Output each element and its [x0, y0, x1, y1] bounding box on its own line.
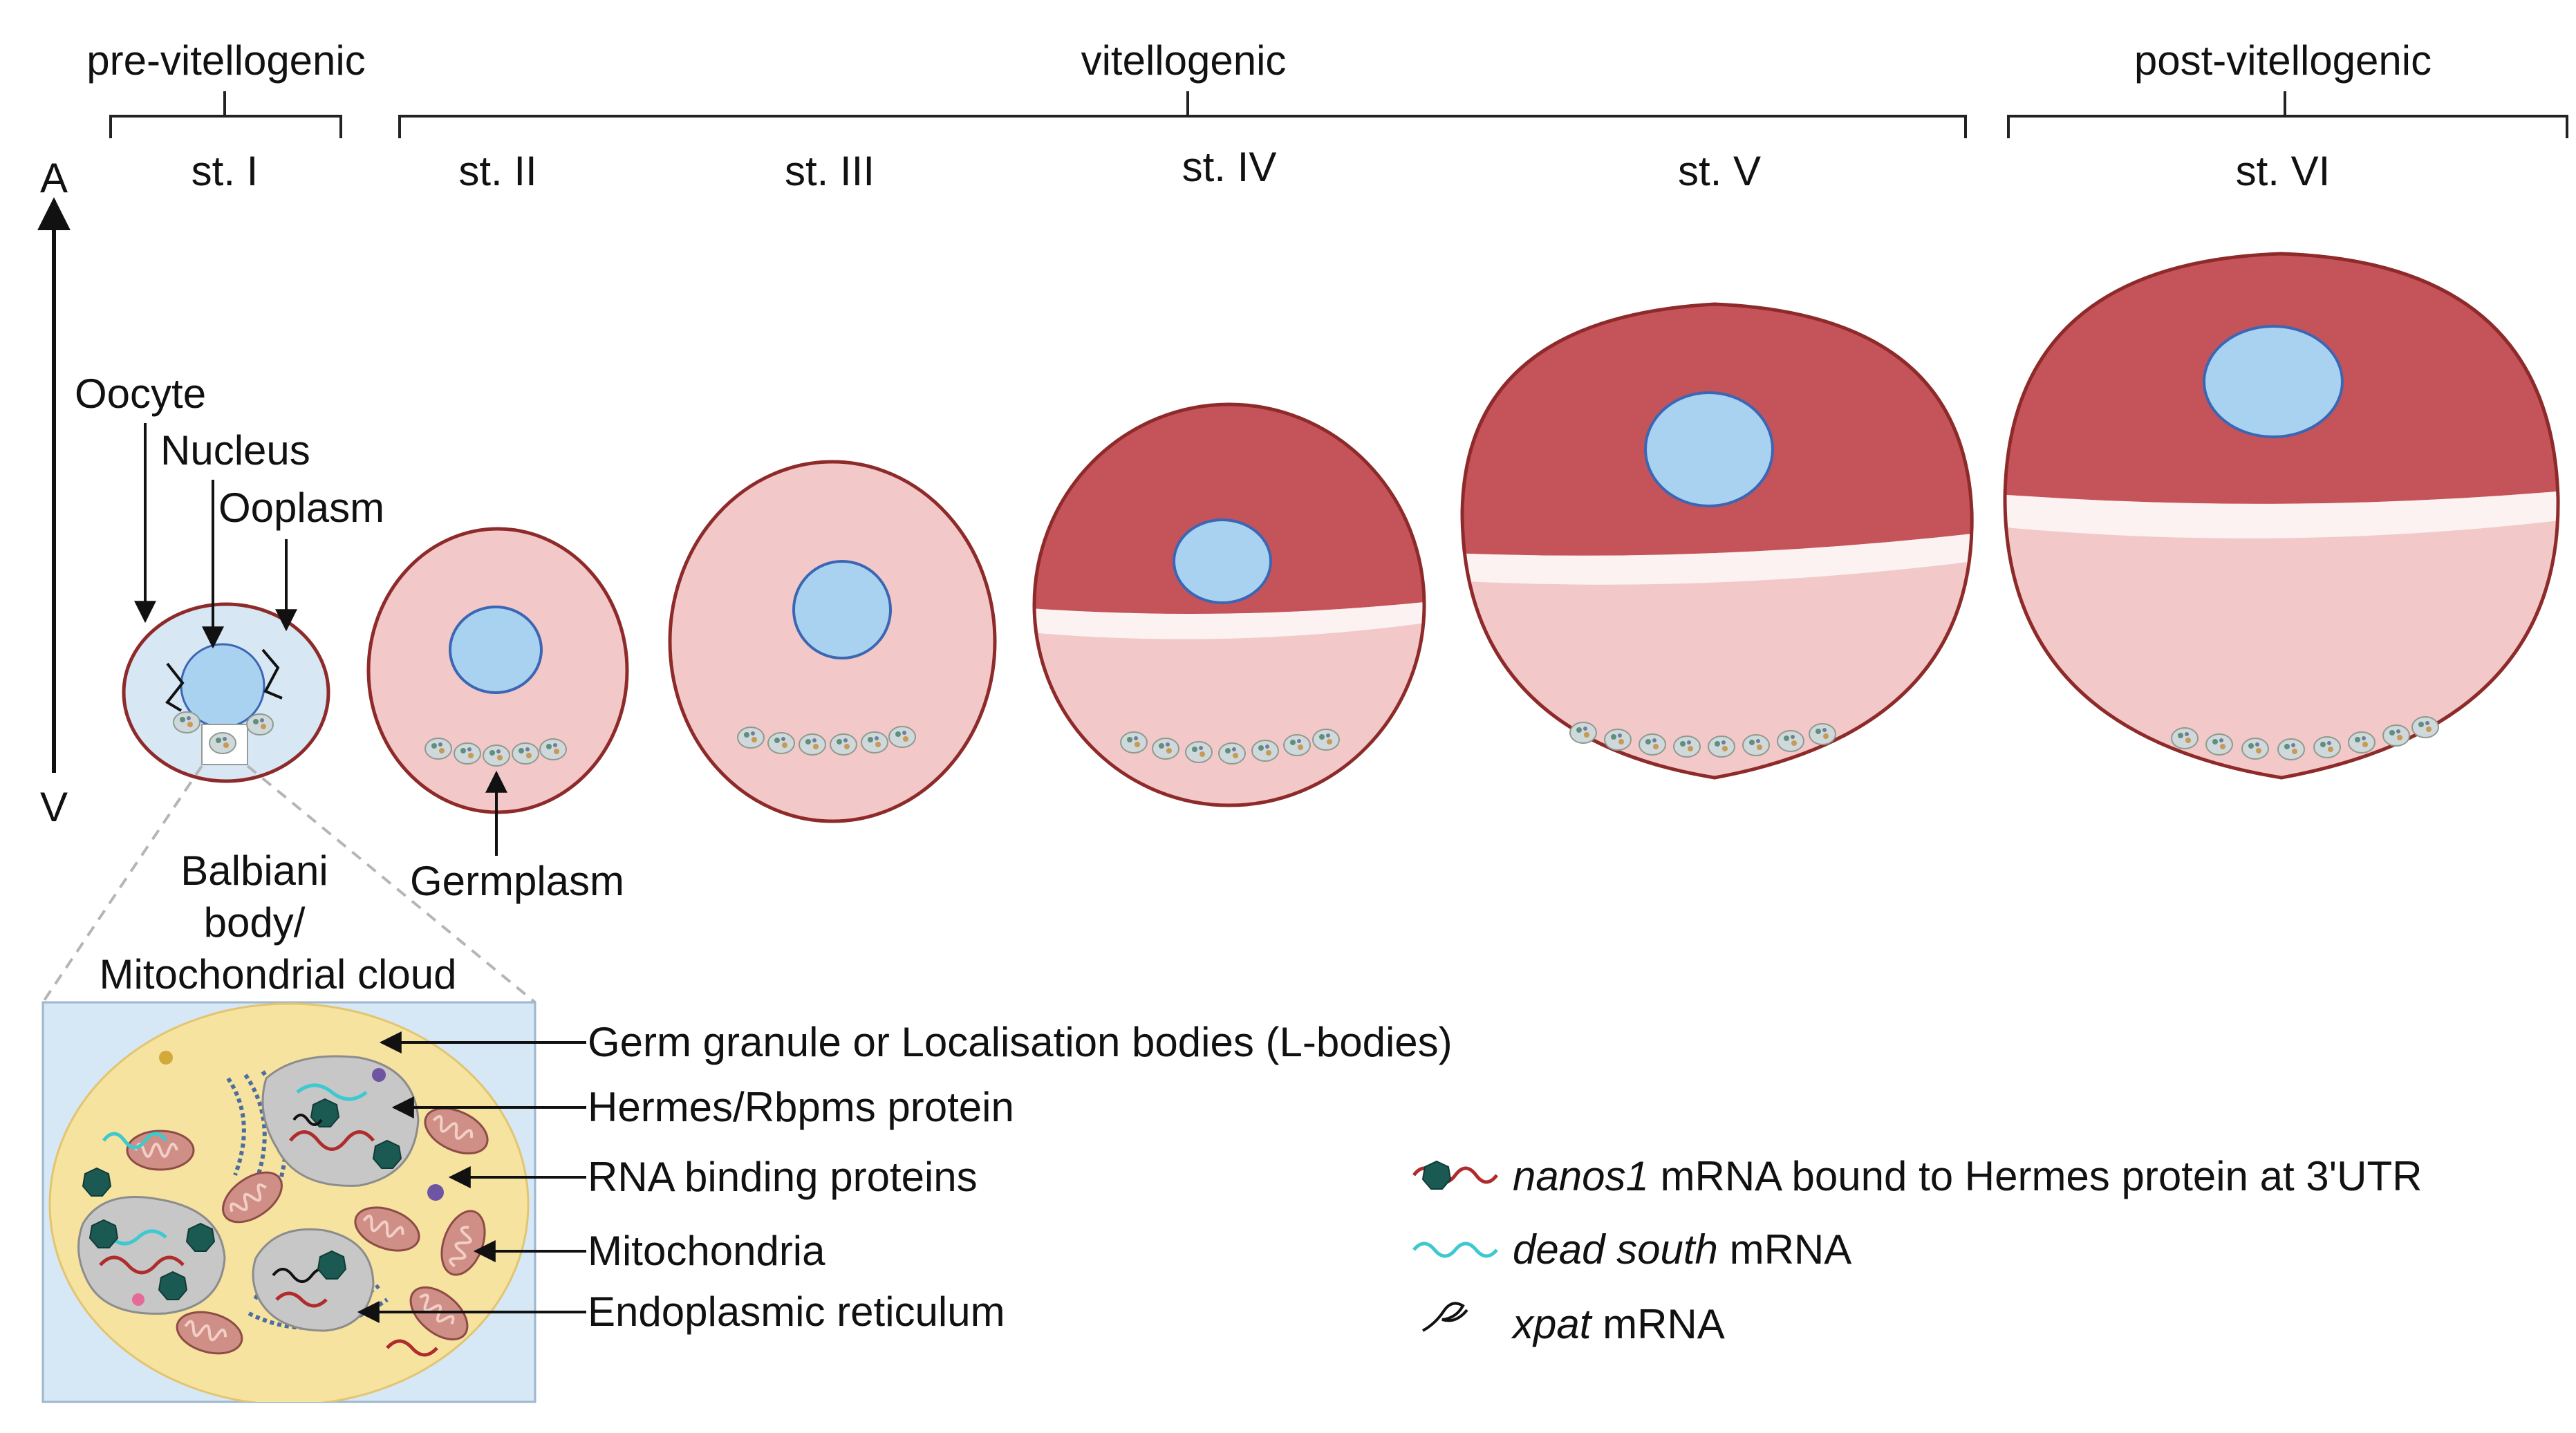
germ-granule-3 [252, 1228, 375, 1332]
bracket-vitellogenic [398, 91, 1967, 138]
animal-half-stage-4 [1034, 404, 1424, 614]
nucleus-stage-5 [1644, 391, 1774, 507]
bracket-pre-vitellogenic [109, 91, 342, 138]
legend-xpat-icon [1422, 1302, 1468, 1332]
label-mitochondria: Mitochondria [588, 1228, 825, 1274]
oocyte-stage-2 [366, 527, 629, 814]
oocyte-stage-5 [1460, 302, 1974, 780]
label-balbiani-line3: Mitochondrial cloud [100, 951, 457, 998]
label-balbiani-line2: body/ [204, 899, 306, 946]
phase-label-post-vitellogenic: post-vitellogenic [2134, 37, 2432, 84]
label-balbiani-line1: Balbiani [180, 847, 328, 894]
nucleus-stage-3 [792, 560, 892, 659]
legend-dead-south-icon [1412, 1242, 1498, 1258]
legend-xpat-label: xpat mRNA [1511, 1301, 1725, 1347]
balbiani-body-box [201, 724, 248, 765]
oocyte-stage-6 [2003, 252, 2560, 780]
legend: nanos1 mRNA bound to Hermes protein at 3… [1412, 1153, 2422, 1347]
axis-label-vegetal: V [40, 784, 68, 830]
oocyte-stage-3 [668, 460, 997, 823]
legend-dead-south-label: dead south mRNA [1513, 1226, 1851, 1273]
oocyte-stage-4 [1032, 402, 1426, 807]
nucleus-stage-6 [2203, 325, 2344, 438]
bracket-post-vitellogenic [2007, 91, 2568, 138]
label-rna-binding-proteins: RNA binding proteins [588, 1154, 978, 1200]
stage-label-2: st. II [458, 148, 536, 194]
label-nucleus: Nucleus [160, 427, 310, 474]
oocyte-stage-1 [122, 602, 330, 783]
label-germ-granule: Germ granule or Localisation bodies (L-b… [588, 1019, 1453, 1065]
zoom-line-right [246, 765, 536, 1004]
xpat-mrna-threads [165, 648, 283, 712]
stage-label-4: st. IV [1182, 144, 1277, 190]
label-ooplasm: Ooplasm [218, 485, 384, 531]
stage-label-6: st. VI [2236, 148, 2331, 194]
label-endoplasmic-reticulum: Endoplasmic reticulum [588, 1289, 1005, 1335]
label-oocyte: Oocyte [75, 371, 206, 417]
nucleus-stage-2 [449, 606, 543, 694]
rna-binding-protein [159, 1051, 173, 1065]
stage-label-1: st. I [192, 148, 259, 194]
phase-label-vitellogenic: vitellogenic [1081, 37, 1287, 84]
phase-label-pre-vitellogenic: pre-vitellogenic [86, 37, 366, 84]
stage-label-5: st. V [1678, 148, 1761, 194]
label-hermes-protein: Hermes/Rbpms protein [588, 1084, 1014, 1130]
legend-nanos1-label: nanos1 mRNA bound to Hermes protein at 3… [1513, 1153, 2422, 1199]
axis-label-animal: A [40, 155, 68, 201]
inset-leaders [357, 1031, 586, 1323]
zoom-line-left [41, 765, 203, 1004]
label-germplasm: Germplasm [410, 858, 624, 904]
germ-granule-2 [77, 1196, 226, 1315]
legend-nanos1-icon [1412, 1161, 1498, 1190]
nucleus-stage-4 [1173, 518, 1272, 604]
stage-label-3: st. III [785, 148, 875, 194]
balbiani-body-inset [41, 1001, 536, 1403]
rna-binding-protein-2 [427, 1184, 444, 1201]
dead-south-mrna-free [102, 1132, 167, 1150]
germ-granule-1 [261, 1055, 420, 1187]
